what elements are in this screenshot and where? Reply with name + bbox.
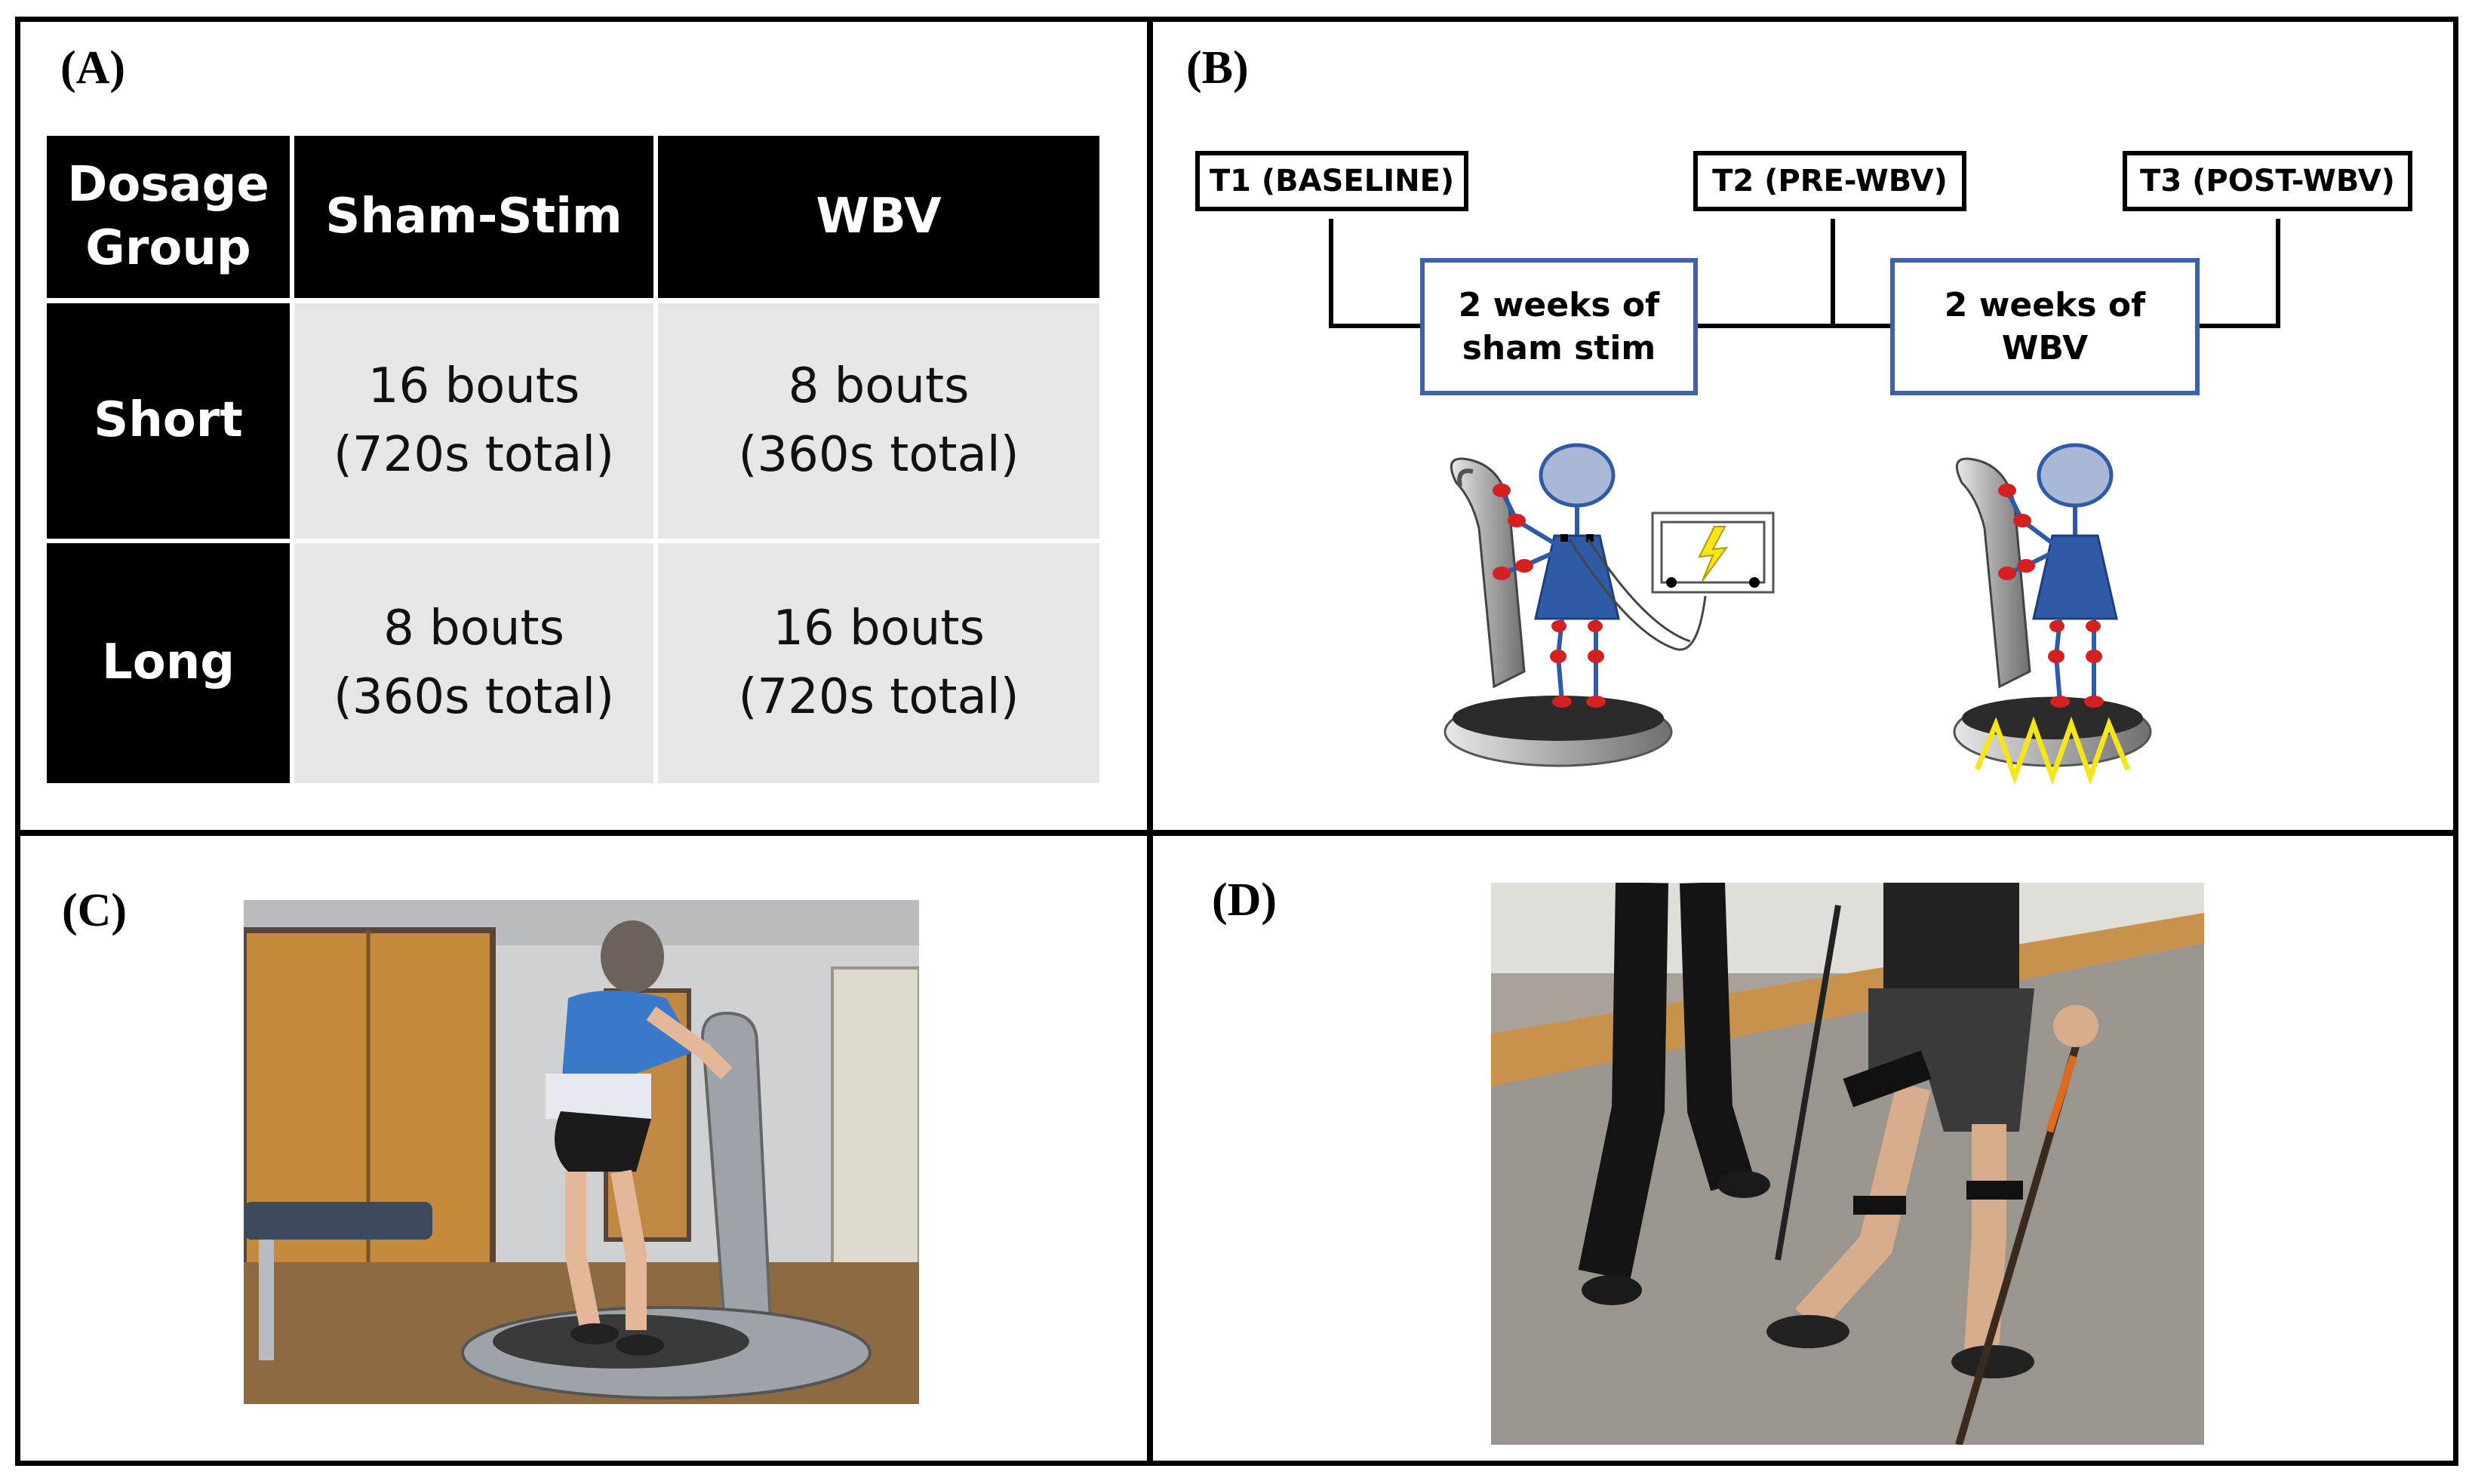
corner-line2: Group	[85, 220, 251, 276]
panel-divider-vertical	[1147, 17, 1153, 1466]
sham-stim-illustration	[1443, 443, 1775, 767]
timepoint-t2: T2 (PRE-WBV)	[1693, 151, 1966, 211]
photo-vibration-plate-session	[244, 900, 919, 1404]
panel-divider-horizontal	[15, 830, 2458, 836]
phase-sham-stim-box: 2 weeks of sham stim	[1420, 258, 1698, 395]
table-header-sham-stim: Sham-Stim	[294, 136, 653, 298]
cell-line2: (720s total)	[738, 669, 1019, 725]
vibration-plate-machine	[1443, 457, 1673, 767]
cell-line1: 8 bouts	[383, 601, 564, 657]
timepoint-t1: T1 (BASELINE)	[1195, 151, 1468, 211]
panel-d-label: (D)	[1212, 874, 1277, 926]
table-cell-short-sham: 16 bouts (720s total)	[294, 303, 653, 539]
panel-a-label: (A)	[60, 42, 126, 94]
cell-line1: 8 bouts	[788, 358, 970, 415]
figure-frame	[15, 17, 2458, 1466]
phase2-line2: WBV	[2001, 329, 2089, 367]
row-label-short: Short	[47, 303, 290, 539]
panel-b-label: (B)	[1186, 42, 1249, 94]
connector-t1-phase1	[1329, 324, 1422, 328]
connector-t3	[2276, 219, 2280, 328]
cell-line2: (720s total)	[333, 427, 615, 483]
corner-line1: Dosage	[67, 157, 269, 214]
vibration-wave-icon	[1974, 716, 2131, 785]
connector-phase1-phase2	[1694, 324, 1894, 328]
connector-phase2-t3	[2197, 324, 2280, 328]
stick-figure-sham	[1493, 443, 1620, 708]
dosage-table: Dosage Group Sham-Stim WBV Short 16 bout…	[47, 136, 1099, 783]
connector-t1	[1329, 219, 1333, 328]
wbv-illustration	[1953, 443, 2152, 785]
photo-walking-with-poles	[1491, 883, 2204, 1445]
phase1-line1: 2 weeks of	[1458, 285, 1660, 324]
table-header-corner: Dosage Group	[47, 136, 290, 298]
cell-line2: (360s total)	[738, 427, 1019, 483]
table-header-wbv: WBV	[658, 136, 1099, 298]
panel-c-label: (C)	[62, 885, 128, 936]
cell-line1: 16 bouts	[773, 601, 985, 657]
stick-figure-wbv	[1998, 443, 2118, 708]
connector-t2	[1831, 219, 1835, 328]
lightning-bolt-icon	[1651, 512, 1775, 594]
phase1-line2: sham stim	[1462, 329, 1656, 367]
table-cell-long-wbv: 16 bouts (720s total)	[658, 543, 1099, 783]
phase2-line1: 2 weeks of	[1944, 285, 2146, 324]
row-label-long: Long	[47, 543, 290, 783]
cell-line2: (360s total)	[333, 669, 615, 725]
table-cell-long-sham: 8 bouts (360s total)	[294, 543, 653, 783]
timepoint-t3: T3 (POST-WBV)	[2123, 151, 2412, 211]
cell-line1: 16 bouts	[367, 358, 580, 415]
phase-wbv-box: 2 weeks of WBV	[1890, 258, 2200, 395]
table-cell-short-wbv: 8 bouts (360s total)	[658, 303, 1099, 539]
